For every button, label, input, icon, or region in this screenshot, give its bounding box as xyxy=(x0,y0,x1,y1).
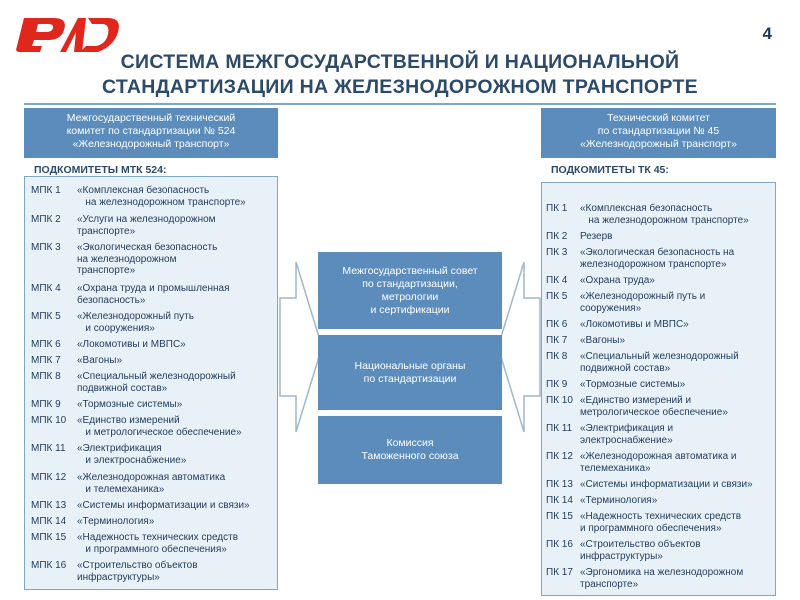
left-pointing-arrow-icon xyxy=(497,261,541,433)
item-text: «Терминология» xyxy=(580,495,658,506)
item-code: ПК 11 xyxy=(546,423,573,434)
tk-subcommittees-title: ПОДКОМИТЕТЫ ТК 45: xyxy=(551,164,669,176)
item-text: «Тормозные системы» xyxy=(580,379,686,390)
interstate-council-box: Межгосударственный совет по стандартизац… xyxy=(318,252,502,329)
mtk-524-header: Межгосударственный технический комитет п… xyxy=(24,108,278,158)
interstate-council-text: Межгосударственный совет по стандартизац… xyxy=(342,264,478,316)
item-text: «Комплексная безопасность на железнодоро… xyxy=(580,203,749,226)
item-text: «Единство измерений и метрологическое об… xyxy=(77,415,242,438)
item-code: ПК 16 xyxy=(546,539,573,550)
tk-header-line-1: Технический комитет xyxy=(607,112,710,124)
item-text: «Системы информатизации и связи» xyxy=(77,500,250,511)
item-code: ПК 4 xyxy=(546,275,568,286)
tk-45-header: Технический комитет по стандартизации № … xyxy=(541,108,776,158)
item-code: МПК 9 xyxy=(31,399,61,410)
national-bodies-box: Национальные органы по стандартизации xyxy=(318,335,502,410)
item-code: ПК 14 xyxy=(546,495,573,506)
item-text: «Эргономика на железнодорожном транспорт… xyxy=(580,567,744,590)
item-code: МПК 12 xyxy=(31,472,67,483)
item-text: «Железнодорожная автоматика и телемехани… xyxy=(580,451,737,474)
item-text: «Строительство объектов инфраструктуры» xyxy=(580,539,701,562)
item-code: ПК 5 xyxy=(546,291,568,302)
item-code: МПК 5 xyxy=(31,311,61,322)
item-code: МПК 14 xyxy=(31,516,67,527)
item-text: «Надежность технических средств и програ… xyxy=(580,511,742,534)
national-bodies-text: Национальные органы по стандартизации xyxy=(354,359,466,385)
item-code: ПК 1 xyxy=(546,203,568,214)
title-line-2: СТАНДАРТИЗАЦИИ НА ЖЕЛЕЗНОДОРОЖНОМ ТРАНСП… xyxy=(102,76,698,98)
item-code: МПК 3 xyxy=(31,242,61,253)
item-code: ПК 12 xyxy=(546,451,573,462)
item-code: ПК 9 xyxy=(546,379,568,390)
mtk-header-line-2: комитет по стандартизации № 524 xyxy=(66,125,236,137)
item-text: «Железнодорожная автоматика и телемехани… xyxy=(77,472,226,495)
item-code: ПК 7 xyxy=(546,335,568,346)
right-pointing-arrow-icon xyxy=(279,261,323,433)
item-text: «Услуги на железнодорожном транспорте» xyxy=(77,214,216,237)
customs-union-commission-box: Комиссия Таможенного союза xyxy=(318,416,502,484)
item-text: «Единство измерений и метрологическое об… xyxy=(580,395,728,418)
item-code: МПК 2 xyxy=(31,214,61,225)
item-code: ПК 15 xyxy=(546,511,573,522)
item-code: ПК 17 xyxy=(546,567,573,578)
item-text: «Экологическая безопасность на железнодо… xyxy=(580,247,735,270)
item-text: «Специальный железнодорожный подвижной с… xyxy=(580,351,739,374)
item-code: МПК 13 xyxy=(31,500,67,511)
item-text: «Специальный железнодорожный подвижной с… xyxy=(77,371,236,394)
tk-header-line-2: по стандартизации № 45 xyxy=(597,125,720,137)
item-text: «Тормозные системы» xyxy=(77,399,183,410)
mtk-header-line-3: «Железнодорожный транспорт» xyxy=(72,138,230,150)
item-text: «Вагоны» xyxy=(580,335,626,346)
item-text: «Локомотивы и МВПС» xyxy=(77,339,186,350)
item-code: МПК 7 xyxy=(31,355,61,366)
item-text: «Системы информатизации и связи» xyxy=(580,479,753,490)
item-text: «Охрана труда и промышленная безопасност… xyxy=(77,283,230,306)
item-text: «Терминология» xyxy=(77,516,155,527)
item-code: МПК 8 xyxy=(31,371,61,382)
item-code: МПК 6 xyxy=(31,339,61,350)
item-text: «Локомотивы и МВПС» xyxy=(580,319,689,330)
rzd-logo xyxy=(12,10,122,56)
item-text: «Железнодорожный путь и сооружения» xyxy=(77,311,194,334)
item-code: ПК 8 xyxy=(546,351,568,362)
item-text: «Вагоны» xyxy=(77,355,123,366)
page-number: 4 xyxy=(762,24,772,43)
item-code: МПК 1 xyxy=(31,185,61,196)
tk-subcommittee-list: ПК 1 «Комплексная безопасность на железно… xyxy=(541,182,776,596)
item-code: МПК 10 xyxy=(31,415,67,426)
item-code: ПК 10 xyxy=(546,395,573,406)
item-text: «Надежность технических средств и програ… xyxy=(77,532,239,555)
item-code: МПК 4 xyxy=(31,283,61,294)
item-text: «Электрификация и электроснабжение» xyxy=(77,443,187,466)
item-text: «Экологическая безопасность на железнодо… xyxy=(77,242,218,276)
item-code: ПК 3 xyxy=(546,247,568,258)
item-code: МПК 16 xyxy=(31,560,67,571)
item-code: МПК 15 xyxy=(31,532,67,543)
tk-header-line-3: «Железнодорожный транспорт» xyxy=(580,138,737,150)
item-text: «Строительство объектов инфраструктуры» xyxy=(77,560,198,583)
item-text: «Железнодорожный путь и сооружения» xyxy=(580,291,706,314)
item-text: Резерв xyxy=(580,231,613,242)
item-text: «Электрификация и электроснабжение» xyxy=(580,423,674,446)
item-text: «Комплексная безопасность на железнодоро… xyxy=(77,185,246,208)
mtk-subcommittee-list: МПК 1 «Комплексная безопасность на железн… xyxy=(24,176,278,590)
customs-union-commission-text: Комиссия Таможенного союза xyxy=(361,437,459,462)
page-title: СИСТЕМА МЕЖГОСУДАРСТВЕННОЙ И НАЦИОНАЛЬНО… xyxy=(0,50,800,100)
item-code: ПК 6 xyxy=(546,319,568,330)
title-line-1: СИСТЕМА МЕЖГОСУДАРСТВЕННОЙ И НАЦИОНАЛЬНО… xyxy=(120,51,680,73)
item-code: ПК 2 xyxy=(546,231,568,242)
mtk-header-line-1: Межгосударственный технический xyxy=(66,112,236,124)
item-code: МПК 11 xyxy=(31,443,66,454)
title-divider xyxy=(24,103,776,105)
item-code: ПК 13 xyxy=(546,479,573,490)
mtk-subcommittees-title: ПОДКОМИТЕТЫ МТК 524: xyxy=(34,164,167,176)
item-text: «Охрана труда» xyxy=(580,275,655,286)
